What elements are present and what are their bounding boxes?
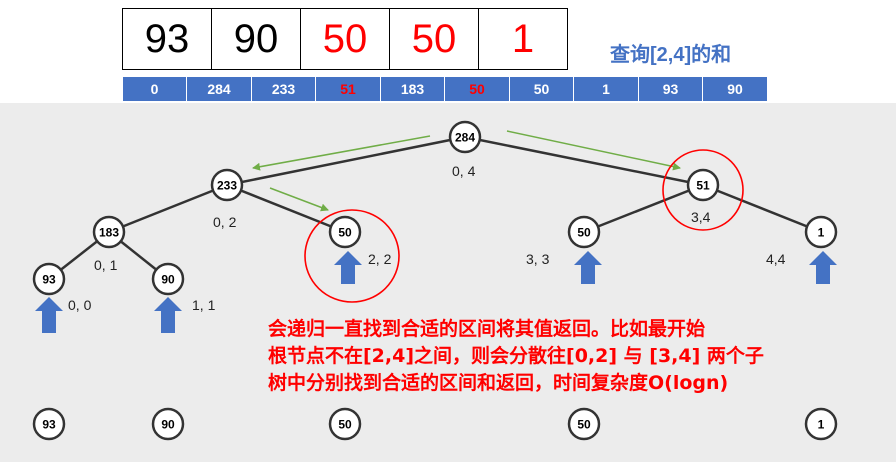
up-arrow-icon bbox=[154, 297, 182, 333]
range-label: 0, 4 bbox=[452, 163, 476, 179]
leaf-value: 50 bbox=[577, 418, 591, 432]
highlight-circle bbox=[304, 209, 400, 303]
segment-tree-array: 0 284 233 51 183 50 50 1 93 90 bbox=[122, 77, 768, 101]
tree-node: 233 bbox=[210, 168, 244, 202]
range-label: 3, 3 bbox=[526, 251, 550, 267]
node-value: 233 bbox=[217, 179, 237, 193]
leaf-nodes: 93 90 50 50 1 bbox=[32, 407, 838, 441]
query-label: 查询[2,4]的和 bbox=[610, 44, 732, 66]
tree-array-cell: 233 bbox=[251, 77, 316, 101]
range-label: 0, 0 bbox=[68, 297, 92, 313]
tree-nodes: 284 233 51 183 50 50 1 93 bbox=[32, 120, 838, 296]
tree-array-cell: 183 bbox=[380, 77, 445, 101]
edge bbox=[226, 135, 466, 187]
node-value: 50 bbox=[577, 226, 591, 240]
edge bbox=[226, 183, 346, 234]
node-value: 90 bbox=[161, 273, 175, 287]
tree-array-cell: 0 bbox=[122, 77, 187, 101]
node-value: 50 bbox=[338, 226, 352, 240]
up-arrow-icon bbox=[334, 251, 362, 284]
original-array: 93 90 50 50 1 bbox=[122, 8, 568, 70]
node-value: 51 bbox=[696, 179, 710, 193]
arrow-icon bbox=[269, 187, 329, 212]
tree-node: 284 bbox=[448, 120, 482, 154]
range-labels: 0, 4 0, 2 3,4 0, 1 2, 2 3, 3 4,4 0, 0 1,… bbox=[68, 163, 786, 313]
edge bbox=[108, 183, 228, 234]
edge bbox=[702, 183, 822, 234]
arrow-icon bbox=[506, 130, 681, 171]
tree-node: 93 bbox=[32, 262, 66, 296]
edge bbox=[583, 183, 704, 234]
range-label: 2, 2 bbox=[368, 251, 392, 267]
node-value: 284 bbox=[455, 131, 475, 145]
arrow-icon bbox=[252, 135, 431, 171]
tree-edges bbox=[48, 135, 822, 280]
range-label: 0, 1 bbox=[94, 257, 118, 273]
tree-node: 90 bbox=[151, 262, 185, 296]
leaf-node: 93 bbox=[32, 407, 66, 441]
tree-node: 51 bbox=[686, 168, 720, 202]
leaf-node: 50 bbox=[328, 407, 362, 441]
tree-array-cell: 90 bbox=[702, 77, 768, 101]
node-value: 93 bbox=[42, 273, 56, 287]
range-label: 0, 2 bbox=[213, 214, 237, 230]
up-arrow-icon bbox=[809, 251, 837, 284]
array-cell: 1 bbox=[478, 8, 568, 70]
range-label: 3,4 bbox=[691, 209, 711, 225]
range-label: 4,4 bbox=[766, 251, 786, 267]
tree-array-cell: 1 bbox=[573, 77, 639, 101]
node-value: 1 bbox=[818, 226, 825, 240]
tree-node: 50 bbox=[567, 215, 601, 249]
array-cell: 50 bbox=[389, 8, 479, 70]
explanation-line: 根节点不在[2,4]之间，则会分散往[0,2] 与 [3,4] 两个子 bbox=[268, 345, 764, 367]
leaf-node: 50 bbox=[567, 407, 601, 441]
diagram-panel bbox=[0, 103, 896, 462]
highlight-circles bbox=[304, 149, 744, 303]
tree-array-cell: 50 bbox=[509, 77, 574, 101]
explanation-text: 会递归一直找到合适的区间将其值返回。比如最开始 根节点不在[2,4]之间，则会分… bbox=[268, 316, 868, 397]
leaf-node: 90 bbox=[151, 407, 185, 441]
up-arrow-icon bbox=[35, 297, 63, 333]
range-label: 1, 1 bbox=[192, 297, 216, 313]
tree-node: 1 bbox=[804, 215, 838, 249]
node-value: 183 bbox=[99, 226, 119, 240]
array-cell: 50 bbox=[300, 8, 390, 70]
highlight-circle bbox=[662, 149, 744, 231]
leaf-value: 1 bbox=[818, 418, 825, 432]
edge bbox=[464, 135, 704, 187]
leaf-value: 90 bbox=[161, 418, 175, 432]
leaf-value: 50 bbox=[338, 418, 352, 432]
leaf-value: 93 bbox=[42, 418, 56, 432]
tree-array-cell: 51 bbox=[315, 77, 381, 101]
tree-array-cell: 284 bbox=[186, 77, 252, 101]
up-arrows bbox=[35, 251, 837, 333]
explanation-line: 会递归一直找到合适的区间将其值返回。比如最开始 bbox=[268, 318, 706, 340]
tree-node: 50 bbox=[328, 215, 362, 249]
search-arrows bbox=[252, 130, 681, 212]
array-cell: 93 bbox=[122, 8, 212, 70]
explanation-line: 树中分别找到合适的区间和返回，时间复杂度O(logn) bbox=[268, 372, 729, 394]
array-cell: 90 bbox=[211, 8, 301, 70]
tree-array-cell: 93 bbox=[638, 77, 703, 101]
leaf-node: 1 bbox=[804, 407, 838, 441]
up-arrow-icon bbox=[574, 251, 602, 284]
tree-node: 183 bbox=[92, 215, 126, 249]
